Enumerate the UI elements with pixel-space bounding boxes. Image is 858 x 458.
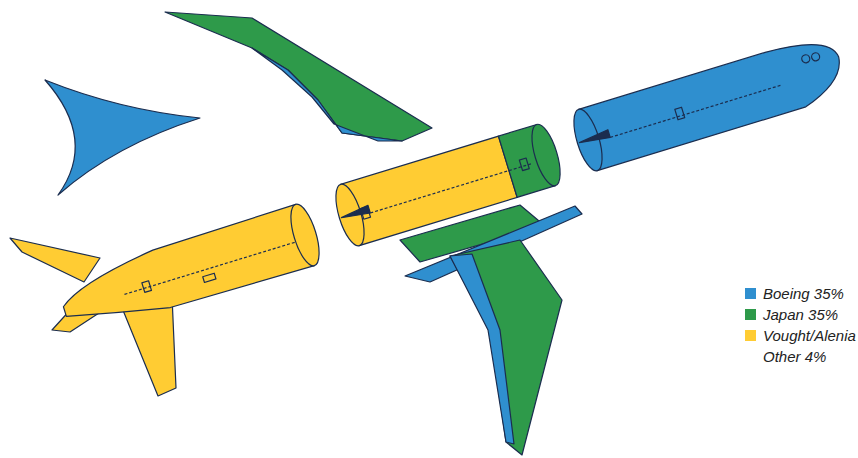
window-line — [124, 242, 296, 295]
airplane-parts — [10, 12, 850, 455]
fuselage-body — [341, 136, 518, 245]
floor-beam — [578, 130, 610, 147]
door — [361, 207, 371, 220]
floor-beam — [340, 205, 370, 221]
window-line — [610, 85, 780, 137]
legend-text: Other 4% — [763, 347, 826, 367]
horizontal-stabilizer — [45, 80, 200, 195]
fuselage-end — [526, 121, 566, 189]
door — [519, 158, 529, 171]
legend-swatch — [745, 288, 756, 299]
lower-wing — [450, 240, 562, 455]
window-line — [370, 163, 533, 213]
fuselage-body — [579, 32, 850, 170]
rear-fuselage — [55, 201, 325, 339]
legend-text: Boeing 35% — [763, 284, 844, 304]
fuselage-end — [330, 181, 370, 249]
tail-surface — [10, 238, 100, 282]
cockpit-window — [811, 52, 821, 62]
legend-text: Vought/Alenia 26% — [763, 326, 858, 346]
lower-wing-leading-edge — [450, 254, 514, 444]
mid-fuselage — [330, 121, 566, 249]
nose-section — [568, 32, 850, 174]
cockpit-window — [801, 54, 811, 64]
legend-swatch — [745, 309, 756, 320]
legend-text: Japan 35% — [763, 305, 838, 325]
legend-swatch — [745, 330, 756, 341]
hatch — [203, 273, 216, 282]
door — [142, 281, 152, 293]
upper-wing — [165, 12, 432, 141]
fuselage-body — [55, 204, 315, 339]
fuselage-end — [285, 201, 325, 269]
door — [675, 107, 685, 120]
upper-wing-trailing-edge — [252, 48, 402, 141]
